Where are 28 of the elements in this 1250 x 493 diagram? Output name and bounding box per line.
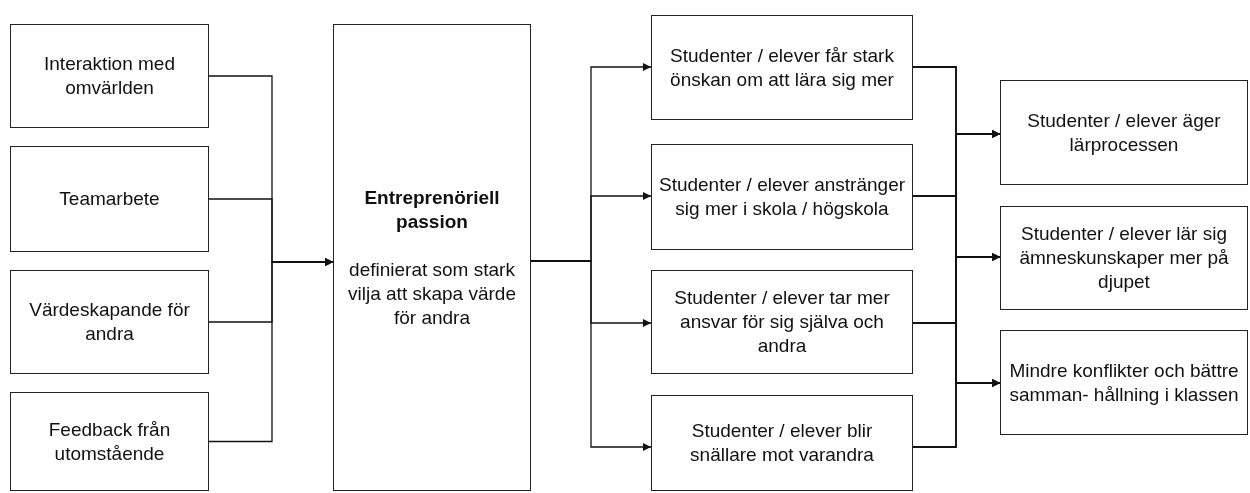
text-box (651, 270, 913, 374)
box-text: Teamarbete (59, 187, 160, 211)
box-text: Värdeskapande för andra (28, 298, 191, 346)
text-box (651, 15, 913, 120)
connector-arrow (912, 379, 1001, 448)
text-box (1000, 330, 1248, 435)
box-text: Studenter / elever äger lärprocessen (1026, 108, 1222, 157)
text-box (1000, 80, 1248, 185)
box-text: Mindre konflikter och bättre samman- hållning i klassen (1008, 358, 1240, 407)
text-box (1000, 206, 1248, 310)
box-text: definierat som stark vilja att skapa värde för andra (347, 257, 517, 330)
connector-arrow (208, 258, 334, 443)
text-box (333, 24, 531, 491)
text-box (10, 146, 209, 252)
box-text: Studenter / elever anstränger sig mer i skola / högskola (657, 173, 907, 221)
text-box (651, 395, 913, 491)
heading: Entreprenöriell passion (363, 185, 501, 234)
box-text: Studenter / elever får stark önskan om att lära sig mer (669, 43, 895, 92)
text-box (10, 270, 209, 374)
text-box (10, 392, 209, 491)
box-text: Interaktion med omvärlden (43, 52, 176, 100)
box-text: Studenter / elever tar mer ansvar för sig själva och andra (673, 286, 891, 358)
box-text: Studenter / elever lär sig ämneskunskaper mer på djupet (1018, 222, 1230, 294)
box-text: Feedback från utomstående (47, 417, 172, 466)
connector-arrow (530, 260, 652, 451)
text-box (10, 24, 209, 128)
text-box (651, 144, 913, 250)
box-text: Studenter / elever blir snällare mot varandra (689, 419, 875, 467)
